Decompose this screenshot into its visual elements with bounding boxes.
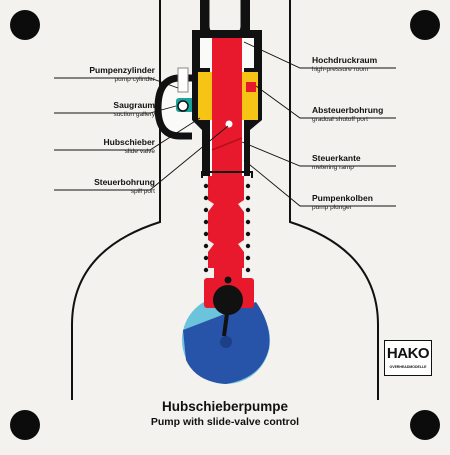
logo-subtitle: OVERHEADMODELLE bbox=[389, 365, 427, 369]
metering-ramp bbox=[211, 137, 243, 151]
pump-plunger bbox=[208, 38, 244, 268]
cam-drive bbox=[182, 296, 270, 384]
diagram-subtitle: Pump with slide-valve control bbox=[150, 416, 300, 428]
label-suction-gallery-en: suction gallery bbox=[113, 110, 155, 118]
cam-center-hub bbox=[220, 336, 232, 348]
label-spill-port-en: spill port bbox=[130, 187, 155, 195]
label-slide-valve-en: slide valve bbox=[124, 147, 155, 155]
label-high-pressure-room-en: high-pressure room bbox=[312, 65, 369, 73]
tappet-top bbox=[214, 268, 242, 282]
hako-logo: HAKO OVERHEADMODELLE bbox=[384, 340, 432, 376]
corner-hole-top-right bbox=[410, 10, 440, 40]
label-pump-plunger-en: pump plunger bbox=[312, 203, 352, 211]
label-suction-gallery-de: Saugraum bbox=[113, 100, 155, 110]
leader-lines-left bbox=[54, 77, 229, 191]
corner-hole-bottom-right bbox=[410, 410, 440, 440]
label-spill-port: Steuerbohrung spill port bbox=[94, 178, 155, 195]
label-metering-ramp-en: metering ramp bbox=[312, 163, 354, 171]
label-pump-cylinder-de: Pumpenzylinder bbox=[89, 65, 155, 75]
cam-roller bbox=[213, 285, 243, 315]
logo-word: HAKO bbox=[386, 345, 430, 362]
label-spill-port-de: Steuerbohrung bbox=[94, 177, 155, 187]
spring-collar bbox=[201, 171, 253, 178]
corner-hole-top-left bbox=[10, 10, 40, 40]
suction-gallery-port bbox=[177, 100, 189, 112]
label-high-pressure-room-de: Hochdruckraum bbox=[312, 55, 378, 65]
gradual-shutoff-port bbox=[246, 82, 256, 92]
tappet-pin bbox=[224, 276, 232, 284]
roller-lever bbox=[222, 305, 230, 337]
label-pump-plunger: Pumpenkolben pump plunger bbox=[312, 194, 373, 211]
label-high-pressure-room: Hochdruckraum high-pressure room bbox=[312, 56, 377, 73]
leader-lines-right bbox=[241, 41, 396, 207]
return-spring bbox=[203, 183, 251, 273]
pump-body-outline bbox=[71, 0, 379, 400]
diagram-title: Hubschieberpumpe bbox=[161, 399, 289, 414]
label-metering-ramp-de: Steuerkante bbox=[312, 153, 361, 163]
label-metering-ramp: Steuerkante metering ramp bbox=[312, 154, 361, 171]
label-pump-cylinder-en: pump cylinder bbox=[114, 75, 155, 83]
label-gradual-shutoff-port-en: gradual shutoff port bbox=[312, 115, 368, 123]
label-pump-cylinder: Pumpenzylinder pump cylinder bbox=[89, 66, 155, 83]
pump-cylinder-marker bbox=[177, 67, 189, 93]
label-gradual-shutoff-port: Absteuerbohrung gradual shutoff port bbox=[312, 106, 383, 123]
outlet-tube-wall bbox=[200, 0, 208, 36]
outlet-tube-wall-right bbox=[242, 0, 250, 36]
label-slide-valve-de: Hubschieber bbox=[103, 137, 156, 147]
label-gradual-shutoff-port-de: Absteuerbohrung bbox=[312, 105, 384, 115]
label-slide-valve: Hubschieber slide valve bbox=[104, 138, 156, 155]
outlet-tube bbox=[206, 0, 244, 36]
label-pump-plunger-de: Pumpenkolben bbox=[312, 193, 373, 203]
corner-hole-bottom-left bbox=[10, 410, 40, 440]
spill-port bbox=[225, 120, 233, 128]
label-suction-gallery: Saugraum suction gallery bbox=[113, 101, 155, 118]
